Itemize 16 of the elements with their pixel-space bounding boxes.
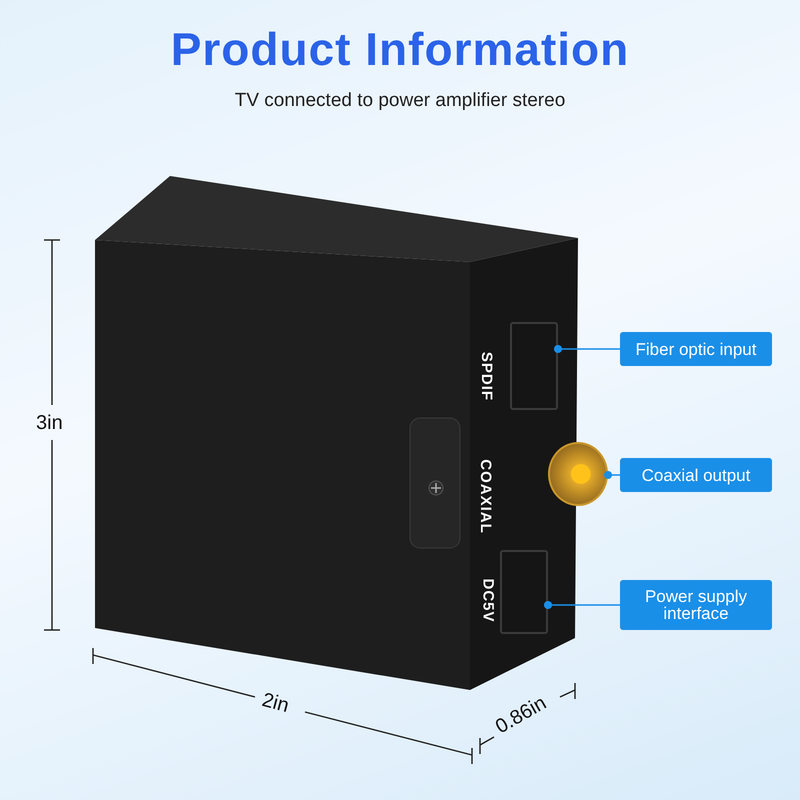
- dimension-label: 3in: [36, 412, 63, 435]
- port-label: DC5V: [480, 578, 496, 622]
- callout-label: Fiber optic input: [620, 332, 772, 366]
- title: Product Information: [170, 22, 630, 76]
- callout-label: Coaxial output: [620, 458, 772, 492]
- dimension-label: 2in: [259, 688, 292, 718]
- leader-line: [544, 600, 620, 610]
- callout-label: Power supply interface: [620, 580, 772, 630]
- power-jack: [500, 550, 548, 634]
- optical-port: [510, 322, 558, 410]
- dimension-label: 0.86in: [492, 692, 551, 740]
- port-label: COAXIAL: [476, 459, 494, 534]
- leader-line: [554, 344, 620, 354]
- leader-line: [604, 470, 620, 480]
- subtitle: TV connected to power amplifier stereo: [234, 90, 566, 112]
- port-label: SPDIF: [478, 352, 496, 402]
